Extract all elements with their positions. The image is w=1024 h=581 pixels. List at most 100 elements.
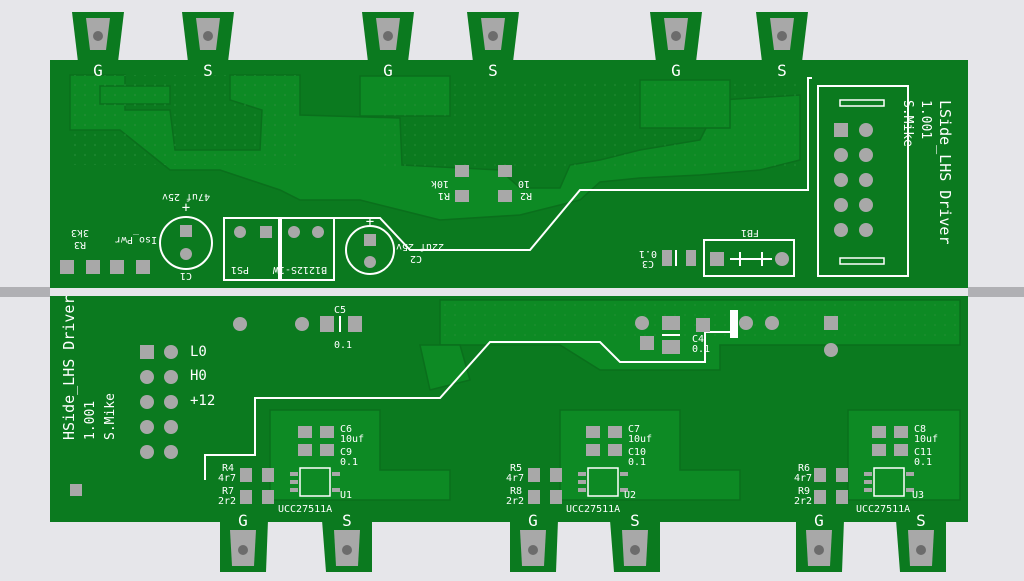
panel-separator: [50, 288, 968, 296]
top-board-title: LSide_LHS Driver: [936, 100, 954, 245]
svg-text:R2: R2: [520, 190, 532, 201]
terminal-label: S: [777, 61, 787, 80]
svg-text:R8: R8: [510, 486, 522, 497]
svg-text:3k3: 3k3: [71, 227, 89, 238]
connector-label: +12: [190, 393, 215, 409]
terminal-label: S: [203, 61, 213, 80]
mounting-pad: [635, 316, 649, 330]
svg-text:C1: C1: [180, 270, 192, 281]
terminal-pad: [622, 530, 648, 566]
top-terminal-tabs: [72, 12, 808, 62]
svg-text:R1: R1: [438, 190, 450, 201]
svg-text:0.1: 0.1: [334, 340, 352, 351]
terminal-label: G: [383, 61, 393, 80]
svg-text:10uf: 10uf: [914, 434, 938, 445]
iso-pwr-led: Iso_Pwr: [110, 234, 157, 274]
driver-channel-3: C8 10uf C11 0.1 R6 4r7 R9 2r2 U3 UCC2751…: [794, 424, 938, 515]
driver-channel-2: C7 10uf C10 0.1 R5 4r7 R8 2r2 U2 UCC2751…: [506, 424, 652, 515]
svg-text:UCC27511A: UCC27511A: [856, 504, 910, 515]
svg-text:C8: C8: [914, 424, 926, 435]
mounting-pad: [295, 317, 309, 331]
fb1-ferrite-bead: FB1: [703, 227, 795, 277]
svg-text:22uf 25v: 22uf 25v: [396, 241, 444, 252]
svg-text:2r2: 2r2: [218, 496, 236, 507]
terminal-label: S: [488, 61, 498, 80]
svg-text:+: +: [366, 214, 374, 230]
svg-text:C9: C9: [340, 447, 352, 458]
svg-text:U2: U2: [624, 490, 636, 501]
svg-text:10k: 10k: [431, 178, 449, 189]
terminal-pad: [770, 18, 794, 50]
top-board-version: 1.001: [918, 100, 933, 139]
terminal-pad: [908, 530, 934, 566]
svg-text:FB1: FB1: [741, 227, 759, 238]
svg-text:R3: R3: [74, 239, 86, 250]
terminal-label: G: [528, 511, 538, 530]
c2-capacitor: + C2 22uf 25v: [345, 214, 444, 275]
svg-text:+: +: [182, 200, 190, 216]
terminal-pad: [481, 18, 505, 50]
terminal-label: S: [630, 511, 640, 530]
svg-text:4r7: 4r7: [506, 473, 524, 484]
terminal-pad: [806, 530, 832, 566]
svg-text:Iso_Pwr: Iso_Pwr: [115, 234, 157, 245]
svg-text:C10: C10: [628, 447, 646, 458]
driver-channel-1: C6 10uf C9 0.1 R4 4r7 R7 2r2 U1 UCC27511…: [218, 424, 364, 515]
c5-capacitor: C5 0.1: [320, 305, 362, 351]
terminal-pad: [334, 530, 360, 566]
svg-text:10uf: 10uf: [340, 434, 364, 445]
svg-text:UCC27511A: UCC27511A: [566, 504, 620, 515]
svg-text:47uf 25v: 47uf 25v: [162, 191, 210, 202]
svg-text:B1212S-1W: B1212S-1W: [272, 264, 327, 275]
svg-text:4r7: 4r7: [218, 473, 236, 484]
svg-text:R6: R6: [798, 463, 810, 474]
diode-pad: [696, 318, 710, 332]
diode-body: [730, 310, 738, 338]
svg-text:U1: U1: [340, 490, 352, 501]
svg-text:UCC27511A: UCC27511A: [278, 504, 332, 515]
top-terminal-labels: G S G S G S: [93, 61, 787, 80]
terminal-pad: [196, 18, 220, 50]
ps1-dcdc-module: PS1 B1212S-1W: [223, 217, 335, 281]
bottom-board-author: S.Mike: [103, 393, 118, 440]
connector-label: H0: [190, 368, 207, 384]
svg-text:0.1: 0.1: [340, 457, 358, 468]
bottom-signal-trace: [204, 331, 730, 480]
terminal-pad: [230, 530, 256, 566]
svg-text:10uf: 10uf: [628, 434, 652, 445]
terminal-label: G: [93, 61, 103, 80]
bottom-terminal-tabs: [220, 520, 946, 572]
terminal-label: G: [671, 61, 681, 80]
terminal-label: G: [814, 511, 824, 530]
bottom-board-version: 1.001: [83, 401, 98, 440]
top-header-connector: [817, 85, 909, 277]
c4-capacitor: C4 0.1: [662, 316, 710, 355]
svg-text:10: 10: [518, 178, 530, 189]
svg-text:PS1: PS1: [231, 264, 249, 275]
terminal-pad: [86, 18, 110, 50]
svg-text:2r2: 2r2: [506, 496, 524, 507]
c1-capacitor: + 47uf 25v C1: [159, 191, 213, 281]
svg-text:R9: R9: [798, 486, 810, 497]
svg-text:C7: C7: [628, 424, 640, 435]
top-board: G S G S G S R3 3k3 Iso_Pwr + 47uf 25v C1: [50, 12, 968, 288]
r1-resistor: 10k R1: [431, 165, 469, 202]
svg-text:U3: U3: [912, 490, 924, 501]
top-board-author: S.Mike: [900, 100, 915, 147]
svg-text:2r2: 2r2: [794, 496, 812, 507]
svg-text:R5: R5: [510, 463, 522, 474]
c3-capacitor: 0.1 C3: [639, 248, 696, 269]
bottom-board-title: HSide_LHS Driver: [60, 296, 78, 441]
bottom-terminal-pads: [230, 530, 934, 566]
svg-text:R4: R4: [222, 463, 234, 474]
svg-text:R7: R7: [222, 486, 234, 497]
terminal-pad: [664, 18, 688, 50]
top-signal-trace: [310, 77, 812, 251]
top-terminal-pads: [86, 18, 794, 50]
mounting-pad: [233, 317, 247, 331]
svg-text:C2: C2: [410, 253, 422, 264]
terminal-label: S: [342, 511, 352, 530]
svg-text:C3: C3: [642, 258, 654, 269]
terminal-pad: [520, 530, 546, 566]
